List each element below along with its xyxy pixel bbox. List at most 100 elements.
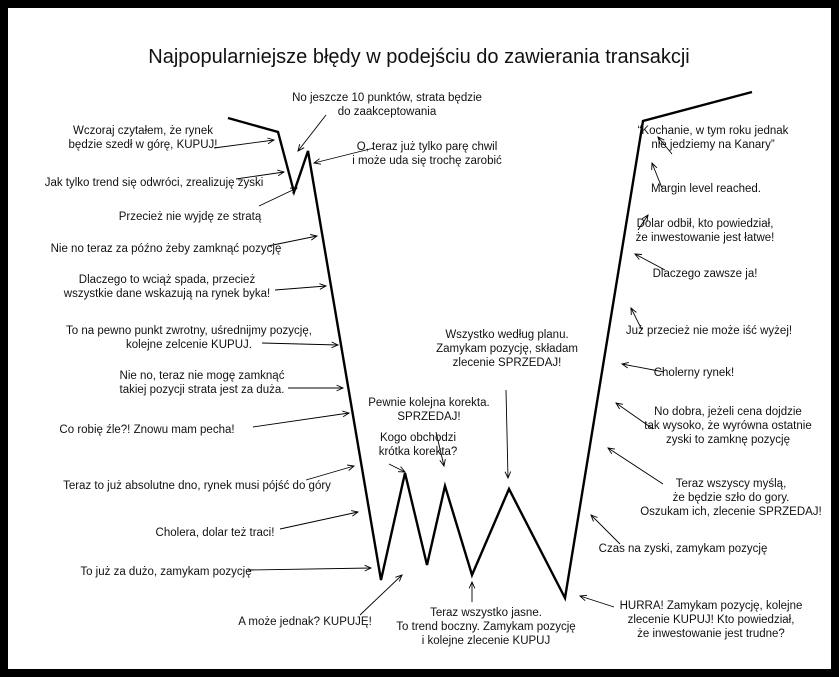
- annotation-line: Co robię źle?! Znowu mam pecha!: [59, 424, 234, 436]
- annotation-line: Przecież nie wyjdę ze stratą: [119, 211, 262, 223]
- annotation-l18: Teraz wszystko jasne.To trend boczny. Za…: [396, 607, 575, 647]
- annotation-l10: Co robię źle?! Znowu mam pecha!: [59, 424, 234, 436]
- annotation-line: zlecenie SPRZEDAJ!: [453, 357, 562, 369]
- arrowhead-l24: [630, 307, 637, 316]
- annotation-line: że będzie szło do gory.: [673, 492, 790, 504]
- arrowhead-l21: [607, 447, 615, 455]
- annotation-line: HURRA! Zamykam pozycję, kolejne: [620, 600, 803, 612]
- annotation-line: takiej pozycji strata jest za duża.: [120, 384, 285, 396]
- annotation-line: SPRZEDAJ!: [397, 411, 460, 423]
- annotation-l17: Wszystko według planu. Zamykam pozycję, s…: [436, 329, 578, 369]
- annotation-line: Teraz wszystko jasne.: [430, 607, 542, 619]
- arrow-l27: [651, 162, 663, 189]
- annotation-l16: Pewnie kolejna korekta. SPRZEDAJ!: [368, 397, 489, 423]
- arrow-l12: [279, 511, 359, 530]
- annotation-l13: To już za dużo, zamykam pozycję: [80, 566, 251, 578]
- annotation-line: że inwestowanie jest trudne?: [637, 628, 785, 640]
- annotation-line: Wczoraj czytałem, że rynek: [73, 125, 213, 137]
- arrow-l17: [505, 389, 509, 479]
- arrow-l21: [607, 447, 664, 485]
- annotation-line: Cholerny rynek!: [654, 367, 735, 379]
- annotation-line: że inwestowanie jest łatwe!: [636, 232, 775, 244]
- arrowhead-l09: [336, 384, 345, 392]
- annotation-line: nie jedziemy na Kanary”: [651, 139, 775, 151]
- annotation-l03: O, teraz już tylko parę chwil i może uda …: [352, 141, 502, 167]
- annotation-l23: Cholerny rynek!: [654, 367, 735, 379]
- annotation-l14: A może jednak? KUPUJĘ!: [238, 616, 372, 628]
- annotation-line: Teraz to już absolutne dno, rynek musi p…: [63, 480, 331, 492]
- arrow-l23: [621, 363, 665, 373]
- annotation-line: i kolejne zlecenie KUPUJ: [422, 635, 550, 647]
- annotation-l28: “Kochanie, w tym roku jednak nie jedziemy…: [638, 125, 789, 151]
- annotation-line: zlecenie KUPUJ! Kto powiedział,: [628, 614, 795, 626]
- annotation-l12: Cholera, dolar też traci!: [156, 527, 275, 539]
- annotation-l09: Nie no, teraz nie mogę zamknąć takiej poz…: [120, 370, 285, 396]
- arrow-l13: [247, 567, 372, 571]
- arrowhead-l22: [615, 402, 623, 410]
- annotation-line: Cholera, dolar też traci!: [156, 527, 275, 539]
- arrow-l02: [213, 139, 275, 149]
- arrow-l03: [313, 147, 375, 164]
- annotation-line: Dlaczego zawsze ja!: [653, 268, 758, 280]
- annotation-line: Wszystko według planu.: [445, 329, 568, 341]
- annotation-l21: Teraz wszyscy myślą,że będzie szło do go…: [640, 478, 822, 518]
- annotation-line: Zamykam pozycję, składam: [436, 343, 578, 355]
- annotation-line: będzie szedł w górę, KUPUJ!: [69, 139, 218, 151]
- annotation-line: kolejne zelcenie KUPUJ.: [126, 339, 252, 351]
- annotation-l06: Nie no teraz za późno żeby zamknąć pozyc…: [51, 243, 282, 255]
- annotation-l19: HURRA! Zamykam pozycję, kolejne zlecenie …: [620, 600, 803, 640]
- annotation-line: Dolar odbił, kto powiedział,: [637, 218, 774, 230]
- arrow-l20: [590, 514, 621, 545]
- arrowhead-l01: [297, 144, 305, 152]
- arrowhead-l14: [395, 574, 403, 582]
- arrow-l01: [297, 114, 327, 152]
- annotation-l22: No dobra, jeżeli cena dojdzie tak wysoko,…: [644, 406, 811, 446]
- arrowhead-l25: [634, 253, 643, 260]
- arrow-l15: [388, 463, 406, 473]
- annotation-line: Pewnie kolejna korekta.: [368, 397, 489, 409]
- arrow-l06: [267, 235, 318, 247]
- arrowhead-l10: [342, 410, 351, 418]
- annotation-line: i może uda się trochę zarobić: [352, 155, 502, 167]
- annotation-line: wszystkie dane wskazują na rynek byka!: [63, 288, 270, 300]
- annotation-line: do zaakceptowania: [338, 106, 437, 118]
- annotation-line: Nie no teraz za późno żeby zamknąć pozyc…: [51, 243, 282, 255]
- diagram-canvas: Najpopularniejsze błędy w podejściu do z…: [8, 8, 831, 669]
- annotation-line: Nie no, teraz nie mogę zamknąć: [120, 370, 285, 382]
- annotation-line: A może jednak? KUPUJĘ!: [238, 616, 372, 628]
- annotation-l20: Czas na zyski, zamykam pozycję: [599, 543, 768, 555]
- arrowhead-l12: [351, 510, 360, 517]
- arrowhead-l02: [267, 137, 276, 145]
- annotation-line: Oszukam ich, zlecenie SPRZEDAJ!: [640, 506, 822, 518]
- annotation-line: To na pewno punkt zwrotny, uśrednijmy po…: [66, 325, 312, 337]
- annotation-l27: Margin level reached.: [651, 183, 761, 195]
- annotation-l11: Teraz to już absolutne dno, rynek musi p…: [63, 480, 331, 492]
- annotation-line: Już przecież nie może iść wyżej!: [626, 325, 792, 337]
- annotation-l24: Już przecież nie może iść wyżej!: [626, 325, 792, 337]
- arrow-l16: [435, 431, 445, 467]
- arrowhead-l26: [641, 214, 649, 222]
- arrow-l24: [630, 307, 643, 331]
- annotation-line: krótka korekta?: [379, 446, 458, 458]
- annotation-l25: Dlaczego zawsze ja!: [653, 268, 758, 280]
- annotation-line: To już za dużo, zamykam pozycję: [80, 566, 251, 578]
- arrowhead-l23: [620, 361, 629, 369]
- arrowhead-l05: [289, 187, 299, 194]
- arrowhead-l06: [310, 234, 319, 241]
- arrowhead-l20: [590, 514, 598, 522]
- arrow-l22: [615, 402, 654, 430]
- arrowhead-l08: [331, 341, 340, 349]
- annotation-line: Jak tylko trend się odwróci, zrealizuję …: [45, 177, 264, 189]
- annotation-line: tak wysoko, że wyrówna ostatnie: [644, 420, 811, 432]
- arrowhead-l13: [364, 564, 373, 572]
- annotation-line: Kogo obchodzi: [380, 432, 456, 444]
- annotation-line: No dobra, jeżeli cena dojdzie: [654, 406, 802, 418]
- annotation-l26: Dolar odbił, kto powiedział, że inwestowa…: [636, 218, 775, 244]
- annotation-line: “Kochanie, w tym roku jednak: [638, 125, 789, 137]
- arrow-l07: [274, 285, 327, 291]
- annotation-line: O, teraz już tylko parę chwil: [357, 141, 498, 153]
- arrow-l08: [261, 342, 339, 346]
